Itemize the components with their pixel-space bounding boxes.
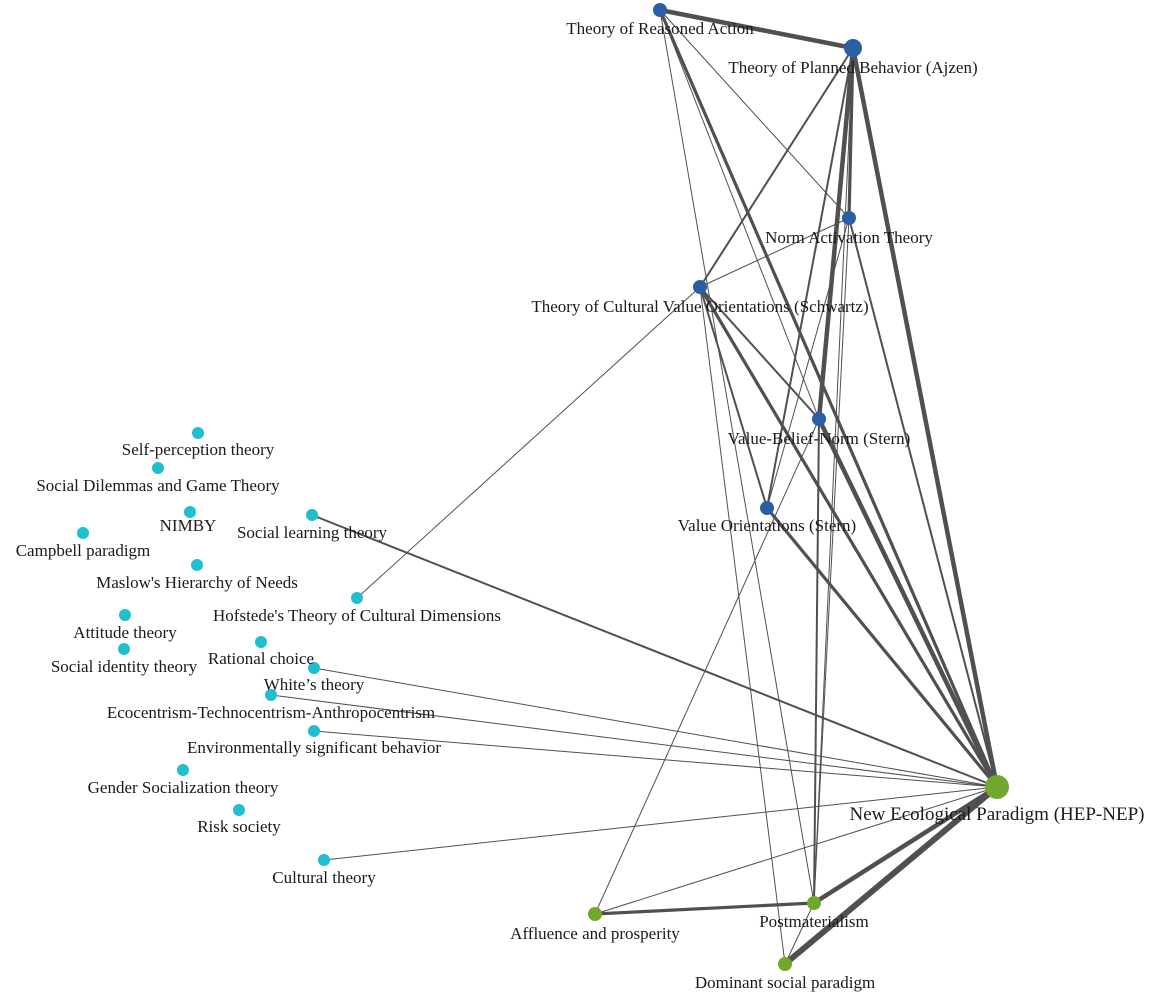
edge-tra-vbn bbox=[659, 9, 820, 420]
node-slt[interactable] bbox=[306, 509, 318, 521]
node-label-wt: White’s theory bbox=[264, 675, 365, 694]
node-htcd[interactable] bbox=[351, 592, 363, 604]
edge-nat-vos bbox=[766, 217, 850, 509]
edge-tcvo-nep bbox=[698, 286, 999, 788]
nodes-layer bbox=[77, 3, 1009, 971]
node-label-eta: Ecocentrism-Technocentrism-Anthropocentr… bbox=[107, 703, 435, 722]
node-gst[interactable] bbox=[177, 764, 189, 776]
edge-tpb-tcvo bbox=[699, 47, 854, 288]
node-label-at: Attitude theory bbox=[73, 623, 177, 642]
node-pm[interactable] bbox=[807, 896, 821, 910]
node-label-vbn: Value-Belief-Norm (Stern) bbox=[728, 429, 911, 448]
edges-layer bbox=[270, 7, 1000, 967]
node-label-rc: Rational choice bbox=[208, 649, 314, 668]
node-label-nep: New Ecological Paradigm (HEP-NEP) bbox=[850, 804, 1145, 825]
edge-tpb-pm bbox=[813, 47, 854, 904]
node-dsp[interactable] bbox=[778, 957, 792, 971]
edge-tpb-nep bbox=[850, 47, 1000, 788]
edge-tcvo-vbn bbox=[699, 286, 820, 420]
node-rs[interactable] bbox=[233, 804, 245, 816]
node-at[interactable] bbox=[119, 609, 131, 621]
edge-dsp-nep bbox=[783, 784, 999, 967]
node-label-cp: Campbell paradigm bbox=[16, 541, 151, 560]
node-label-esb: Environmentally significant behavior bbox=[187, 738, 441, 757]
node-label-rs: Risk society bbox=[197, 817, 281, 836]
edge-eta-nep bbox=[270, 694, 998, 788]
edge-tcvo-dsp bbox=[699, 286, 786, 965]
node-vos[interactable] bbox=[760, 501, 774, 515]
edge-tpb-nat bbox=[847, 47, 855, 219]
node-ct[interactable] bbox=[318, 854, 330, 866]
edge-vbn-aff bbox=[594, 418, 820, 915]
node-label-slt: Social learning theory bbox=[237, 523, 388, 542]
edge-ct-nep bbox=[323, 786, 998, 861]
edge-tpb-vbn bbox=[816, 47, 856, 420]
edge-slt-nep bbox=[311, 514, 998, 788]
edge-vbn-pm bbox=[813, 418, 820, 904]
edge-nat-nep bbox=[848, 217, 998, 788]
node-tra[interactable] bbox=[653, 3, 667, 17]
node-label-nimby: NIMBY bbox=[160, 516, 217, 535]
edge-wt-nep bbox=[313, 667, 998, 788]
node-rc[interactable] bbox=[255, 636, 267, 648]
edge-pm-nep bbox=[812, 785, 999, 905]
node-tcvo[interactable] bbox=[693, 280, 707, 294]
node-sit[interactable] bbox=[118, 643, 130, 655]
edge-nat-tcvo bbox=[699, 217, 850, 288]
node-label-htcd: Hofstede's Theory of Cultural Dimensions bbox=[213, 606, 501, 625]
edge-tra-nat bbox=[659, 9, 850, 219]
edge-tra-pm bbox=[659, 9, 815, 904]
node-label-gst: Gender Socialization theory bbox=[88, 778, 279, 797]
node-spt[interactable] bbox=[192, 427, 204, 439]
node-label-sdg: Social Dilemmas and Game Theory bbox=[36, 476, 280, 495]
node-nep[interactable] bbox=[985, 775, 1009, 799]
node-label-sit: Social identity theory bbox=[51, 657, 198, 676]
node-label-spt: Self-perception theory bbox=[122, 440, 275, 459]
edge-tra-nep bbox=[658, 9, 999, 788]
node-tpb[interactable] bbox=[844, 39, 862, 57]
edge-dsp-pm bbox=[784, 902, 815, 965]
node-label-nat: Norm Activation Theory bbox=[765, 228, 933, 247]
node-label-tcvo: Theory of Cultural Value Orientations (S… bbox=[531, 297, 868, 316]
edge-aff-nep bbox=[594, 786, 998, 915]
node-label-ct: Cultural theory bbox=[272, 868, 376, 887]
node-eta[interactable] bbox=[265, 689, 277, 701]
node-nimby[interactable] bbox=[184, 506, 196, 518]
edge-vos-nep bbox=[765, 506, 999, 789]
node-cp[interactable] bbox=[77, 527, 89, 539]
node-vbn[interactable] bbox=[812, 412, 826, 426]
edge-nat-pm bbox=[813, 217, 850, 904]
node-label-tra: Theory of Reasoned Action bbox=[566, 19, 754, 38]
edge-aff-pm bbox=[594, 901, 815, 916]
edge-tcvo-vos bbox=[699, 286, 768, 509]
node-label-mhn: Maslow's Hierarchy of Needs bbox=[96, 573, 298, 592]
node-label-vos: Value Orientations (Stern) bbox=[678, 516, 856, 535]
node-nat[interactable] bbox=[842, 211, 856, 225]
node-label-pm: Postmaterialism bbox=[759, 912, 869, 931]
edge-vbn-nep bbox=[816, 418, 1000, 788]
node-wt[interactable] bbox=[308, 662, 320, 674]
edge-esb-nep bbox=[313, 730, 998, 788]
edge-tra-tpb bbox=[659, 7, 854, 51]
node-esb[interactable] bbox=[308, 725, 320, 737]
node-sdg[interactable] bbox=[152, 462, 164, 474]
edge-tcvo-htcd bbox=[356, 286, 701, 599]
node-label-dsp: Dominant social paradigm bbox=[695, 973, 875, 992]
edge-tpb-vos bbox=[766, 47, 854, 509]
node-mhn[interactable] bbox=[191, 559, 203, 571]
node-aff[interactable] bbox=[588, 907, 602, 921]
node-label-aff: Affluence and prosperity bbox=[510, 924, 680, 943]
node-label-tpb: Theory of Planned Behavior (Ajzen) bbox=[728, 58, 977, 77]
